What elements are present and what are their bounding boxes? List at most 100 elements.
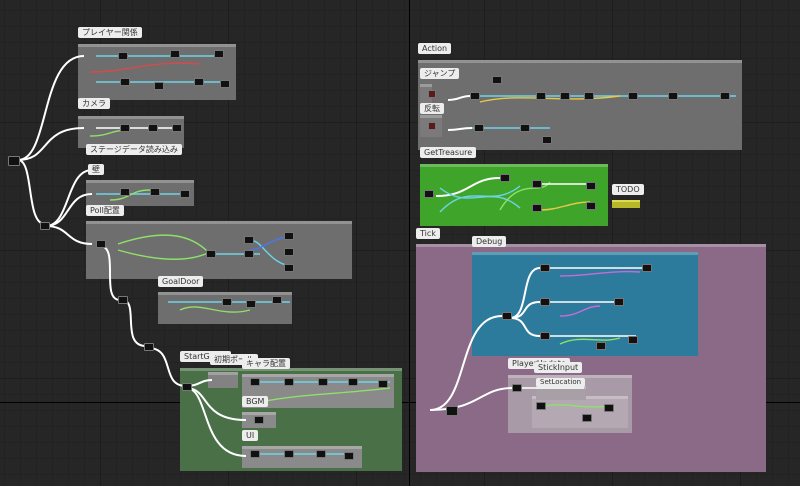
comment-box-setlocation[interactable]	[536, 386, 586, 400]
comment-title-camera[interactable]: カメラ	[78, 98, 110, 109]
comment-box-initial-pole[interactable]	[208, 372, 238, 388]
comment-box-player[interactable]	[78, 44, 236, 100]
node-ui-1[interactable]	[250, 450, 260, 458]
comment-title-stickinput[interactable]: StickInput	[534, 362, 583, 373]
node-poll-1[interactable]	[206, 250, 216, 258]
node-jump-event[interactable]	[428, 90, 436, 98]
node-debug-7[interactable]	[628, 336, 638, 344]
node-chara-5[interactable]	[378, 380, 388, 388]
node-action-8[interactable]	[720, 92, 730, 100]
node-debug-6[interactable]	[596, 342, 606, 350]
comment-title-setlocation[interactable]: SetLocation	[536, 378, 586, 387]
node-action-3[interactable]	[536, 92, 546, 100]
node-player-6[interactable]	[194, 78, 204, 86]
node-treasure-2[interactable]	[500, 174, 510, 182]
node-action-6[interactable]	[628, 92, 638, 100]
node-player-4[interactable]	[120, 78, 130, 86]
comment-title-gettreasure[interactable]: GetTreasure	[420, 147, 477, 158]
node-player-update-4[interactable]	[604, 404, 614, 412]
comment-title-initial-pole[interactable]: 初期ポール	[210, 354, 258, 365]
node-ui-3[interactable]	[316, 450, 326, 458]
comment-title-wall[interactable]: 壁	[88, 164, 104, 175]
node-treasure-5[interactable]	[586, 182, 596, 190]
node-poll-3[interactable]	[244, 250, 254, 258]
node-bgm-1[interactable]	[254, 416, 264, 424]
node-action-2[interactable]	[492, 76, 502, 84]
node-treasure-6[interactable]	[586, 202, 596, 210]
sequence-node-startgame[interactable]	[182, 383, 192, 391]
comment-box-gettreasure[interactable]	[420, 164, 608, 226]
node-poll-5[interactable]	[284, 248, 294, 256]
comment-title-todo[interactable]: TODO	[612, 184, 644, 195]
node-debug-branch[interactable]	[502, 312, 512, 320]
comment-title-tick[interactable]: Tick	[416, 228, 440, 239]
comment-title-flip[interactable]: 反転	[420, 103, 444, 114]
node-player-update-1[interactable]	[512, 384, 522, 392]
node-flip-event[interactable]	[428, 122, 436, 130]
node-flip-2[interactable]	[520, 124, 530, 132]
comment-title-goaldoor[interactable]: GoalDoor	[158, 276, 204, 287]
node-player-1[interactable]	[118, 52, 128, 60]
node-player-update-2[interactable]	[536, 402, 546, 410]
node-debug-1[interactable]	[540, 264, 550, 272]
node-poll-2[interactable]	[244, 236, 254, 244]
node-action-7[interactable]	[668, 92, 678, 100]
node-ui-2[interactable]	[284, 450, 294, 458]
comment-title-bgm[interactable]: BGM	[242, 396, 269, 407]
node-flip-1[interactable]	[474, 124, 484, 132]
node-debug-5[interactable]	[540, 332, 550, 340]
node-debug-3[interactable]	[540, 298, 550, 306]
node-poll-4[interactable]	[284, 232, 294, 240]
comment-title-debug[interactable]: Debug	[472, 236, 507, 247]
comment-box-action[interactable]	[418, 60, 742, 150]
node-camera-3[interactable]	[172, 124, 182, 132]
node-chara-3[interactable]	[318, 378, 328, 386]
comment-box-debug[interactable]	[472, 252, 698, 356]
node-action-4[interactable]	[560, 92, 570, 100]
node-player-update-3[interactable]	[582, 414, 592, 422]
node-poll-6[interactable]	[284, 264, 294, 272]
node-debug-4[interactable]	[614, 298, 624, 306]
comment-title-jump[interactable]: ジャンプ	[420, 68, 460, 79]
node-goal-3[interactable]	[272, 296, 282, 304]
comment-title-stage-load[interactable]: ステージデータ読み込み	[86, 144, 182, 155]
todo-marker-bar[interactable]	[612, 200, 640, 208]
comment-title-player[interactable]: プレイヤー関係	[78, 27, 142, 38]
node-chara-1[interactable]	[250, 378, 260, 386]
comment-title-action[interactable]: Action	[418, 43, 452, 54]
comment-title-startgame[interactable]: StartGame	[180, 351, 232, 362]
comment-box-jump[interactable]	[420, 84, 432, 104]
node-action-1[interactable]	[470, 92, 480, 100]
sequence-node-goal[interactable]	[118, 296, 128, 304]
node-goal-2[interactable]	[246, 300, 256, 308]
node-flip-3[interactable]	[542, 136, 552, 144]
node-debug-2[interactable]	[642, 264, 652, 272]
node-wall-2[interactable]	[150, 188, 160, 196]
comment-title-poll[interactable]: Poll配置	[86, 205, 124, 216]
comment-title-chara[interactable]: キャラ配置	[242, 358, 290, 369]
comment-box-stage-load[interactable]	[86, 180, 194, 206]
sequence-node-main[interactable]	[40, 222, 50, 230]
node-player-3[interactable]	[214, 50, 224, 58]
node-wall-3[interactable]	[180, 190, 190, 198]
event-node-tick[interactable]	[446, 406, 458, 416]
node-chara-2[interactable]	[284, 378, 294, 386]
node-player-5[interactable]	[154, 82, 164, 90]
comment-title-ui[interactable]: UI	[242, 430, 259, 441]
comment-box-ui[interactable]	[242, 446, 362, 468]
node-chara-4[interactable]	[348, 378, 358, 386]
comment-box-stickinput[interactable]	[532, 396, 628, 428]
node-player-2[interactable]	[170, 50, 180, 58]
sequence-node-poll[interactable]	[96, 240, 106, 248]
node-action-5[interactable]	[584, 92, 594, 100]
node-treasure-1[interactable]	[424, 190, 434, 198]
node-ui-4[interactable]	[344, 452, 354, 460]
node-treasure-3[interactable]	[532, 180, 542, 188]
node-camera-1[interactable]	[120, 124, 130, 132]
node-player-7[interactable]	[220, 80, 230, 88]
comment-box-poll[interactable]	[86, 221, 352, 279]
node-wall-1[interactable]	[120, 188, 130, 196]
sequence-node-start[interactable]	[144, 343, 154, 351]
node-goal-1[interactable]	[222, 298, 232, 306]
